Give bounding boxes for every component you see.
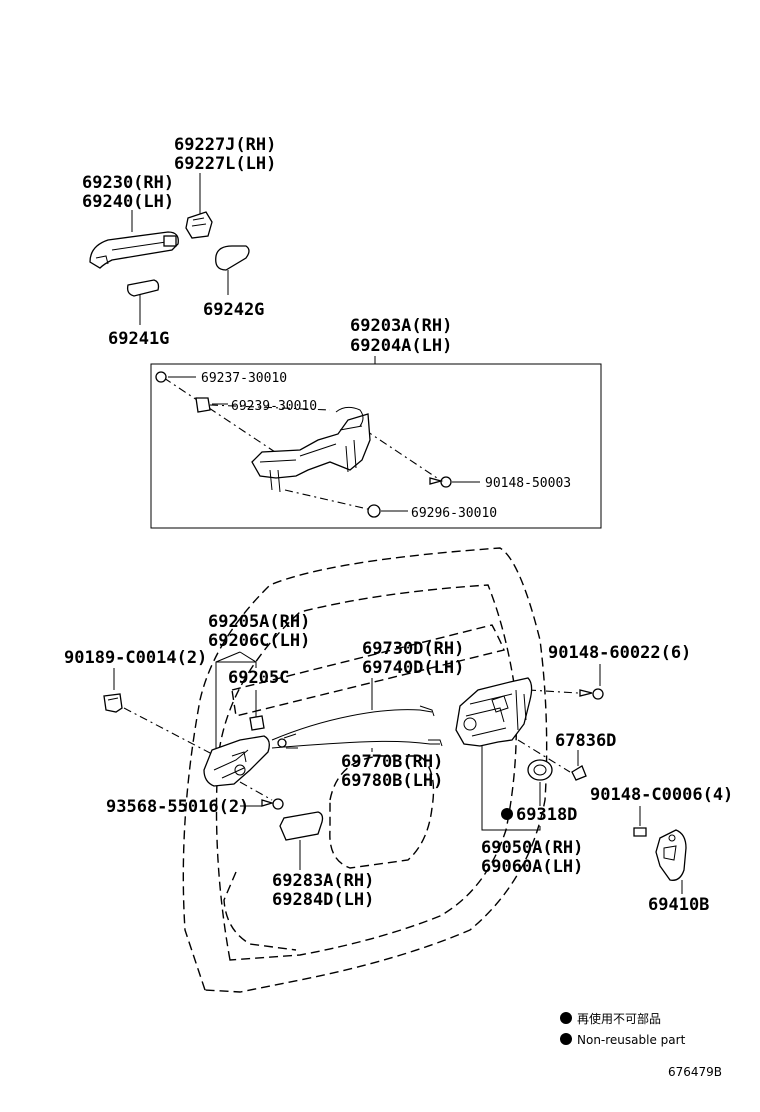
outside-handle-part — [89, 231, 179, 269]
door-hole — [329, 755, 435, 869]
door-lower-cutout — [223, 871, 297, 951]
label-69318: 69318D — [516, 805, 577, 825]
cover-67836 — [571, 765, 587, 781]
non-reusable-marker-icon — [501, 808, 513, 820]
handle-cover-part — [215, 245, 250, 271]
grommet-69239 — [195, 397, 228, 413]
assembly-line-8 — [517, 739, 571, 773]
label-69241: 69241G — [108, 329, 169, 349]
label-67836: 67836D — [555, 731, 616, 751]
screw-90148-5 — [429, 476, 480, 488]
legend-en-bullet-icon — [560, 1033, 572, 1045]
label-69740-lh: 69740D(LH) — [362, 658, 464, 678]
label-69240-lh: 69240(LH) — [82, 192, 174, 212]
label-93568: 93568-55016(2) — [106, 797, 249, 817]
leader-69205 — [215, 651, 257, 748]
handle-frame-box — [150, 363, 602, 529]
assembly-line-4 — [364, 429, 441, 481]
label-69284-lh: 69284D(LH) — [272, 890, 374, 910]
label-69410: 69410B — [648, 895, 709, 915]
door-window-opening — [231, 624, 505, 717]
clip-90189 — [103, 693, 123, 713]
legend-en-text: Non-reusable part — [577, 1033, 686, 1047]
inside-handle-part — [203, 735, 270, 787]
screw-93568 — [261, 798, 284, 810]
handle-frame-part — [251, 406, 371, 493]
label-69296: 69296-30010 — [411, 506, 497, 521]
label-69204-lh: 69204A(LH) — [350, 336, 452, 356]
assembly-line-6 — [239, 781, 273, 801]
label-69237: 69237-30010 — [201, 371, 287, 386]
handle-pad-part — [126, 279, 160, 297]
screw-69296 — [367, 504, 408, 518]
lock-cables — [271, 705, 443, 749]
screw-90148-6 — [579, 688, 604, 700]
label-69239: 69239-30010 — [231, 399, 317, 414]
assembly-line-5 — [123, 707, 213, 755]
label-69050-rh: 69050A(RH) — [481, 838, 583, 858]
legend-jp-text: 再使用不可部品 — [577, 1011, 661, 1026]
door-outline — [182, 547, 548, 993]
label-69205c: 69205C — [228, 668, 289, 688]
door-lock-part — [455, 677, 533, 747]
label-69242: 69242G — [203, 300, 264, 320]
screw-90148-c — [633, 827, 647, 837]
handle-cap-part — [185, 211, 213, 239]
assembly-line-2 — [209, 404, 331, 411]
catalog-code: 676479B — [668, 1065, 722, 1079]
label-69206-lh: 69206C(LH) — [208, 631, 310, 651]
bezel-69205c — [249, 715, 265, 731]
label-69227-rh: 69227J(RH) — [174, 135, 276, 155]
leader-69050 — [481, 746, 541, 831]
nut-69237 — [155, 371, 196, 383]
label-69205-rh: 69205A(RH) — [208, 612, 310, 632]
assembly-line-7 — [527, 689, 579, 694]
assembly-line-1 — [163, 377, 276, 453]
label-69730-rh: 69730D(RH) — [362, 639, 464, 659]
label-90148-6: 90148-60022(6) — [548, 643, 691, 663]
label-69283-rh: 69283A(RH) — [272, 871, 374, 891]
legend-jp-bullet-icon — [560, 1012, 572, 1024]
striker-69410 — [655, 829, 687, 881]
label-69780-lh: 69780B(LH) — [341, 771, 443, 791]
assembly-line-3 — [284, 489, 373, 511]
label-90148-c: 90148-C0006(4) — [590, 785, 733, 805]
seal-69318 — [527, 759, 553, 781]
inside-handle-cover-part — [279, 811, 324, 841]
label-69060-lh: 69060A(LH) — [481, 857, 583, 877]
label-69770-rh: 69770B(RH) — [341, 752, 443, 772]
label-69230-rh: 69230(RH) — [82, 173, 174, 193]
label-90189: 90189-C0014(2) — [64, 648, 207, 668]
label-69227-lh: 69227L(LH) — [174, 154, 276, 174]
label-69203-rh: 69203A(RH) — [350, 316, 452, 336]
label-90148-5: 90148-50003 — [485, 476, 571, 491]
